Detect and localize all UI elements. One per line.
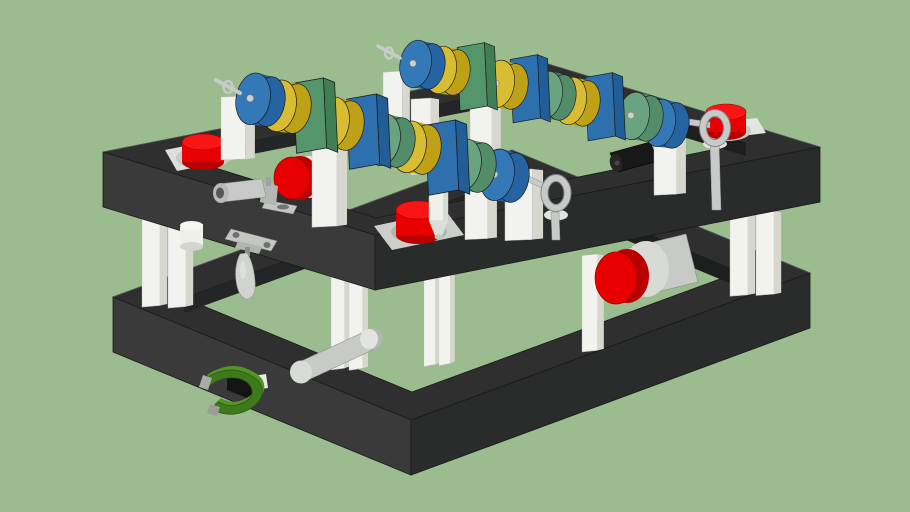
- shaft-pin: [214, 78, 242, 95]
- toggle-clamp-horizontal: [213, 177, 298, 215]
- rear-shaft-assembly: [376, 37, 731, 211]
- roller-red-cap: [594, 251, 638, 305]
- clamp-slot-hole: [277, 204, 289, 210]
- handle-hole: [614, 160, 620, 166]
- eye-bolt-stem: [709, 140, 722, 211]
- clamp-grip: [235, 252, 256, 300]
- green-quick-clamp: [199, 366, 268, 416]
- clamp-pin: [266, 177, 271, 186]
- eye-bolt-stem: [550, 211, 561, 241]
- grip-end-hole: [216, 187, 224, 199]
- roller-with-red-cap: [594, 233, 699, 305]
- white-spindle: [428, 186, 449, 240]
- white-bushing: [180, 221, 203, 251]
- front-shaft-assembly: [214, 69, 572, 241]
- gray-rod: [290, 328, 383, 384]
- red-disc-front: [273, 156, 325, 200]
- shaft-pin: [376, 44, 402, 60]
- toggle-clamp-vertical: [224, 228, 278, 300]
